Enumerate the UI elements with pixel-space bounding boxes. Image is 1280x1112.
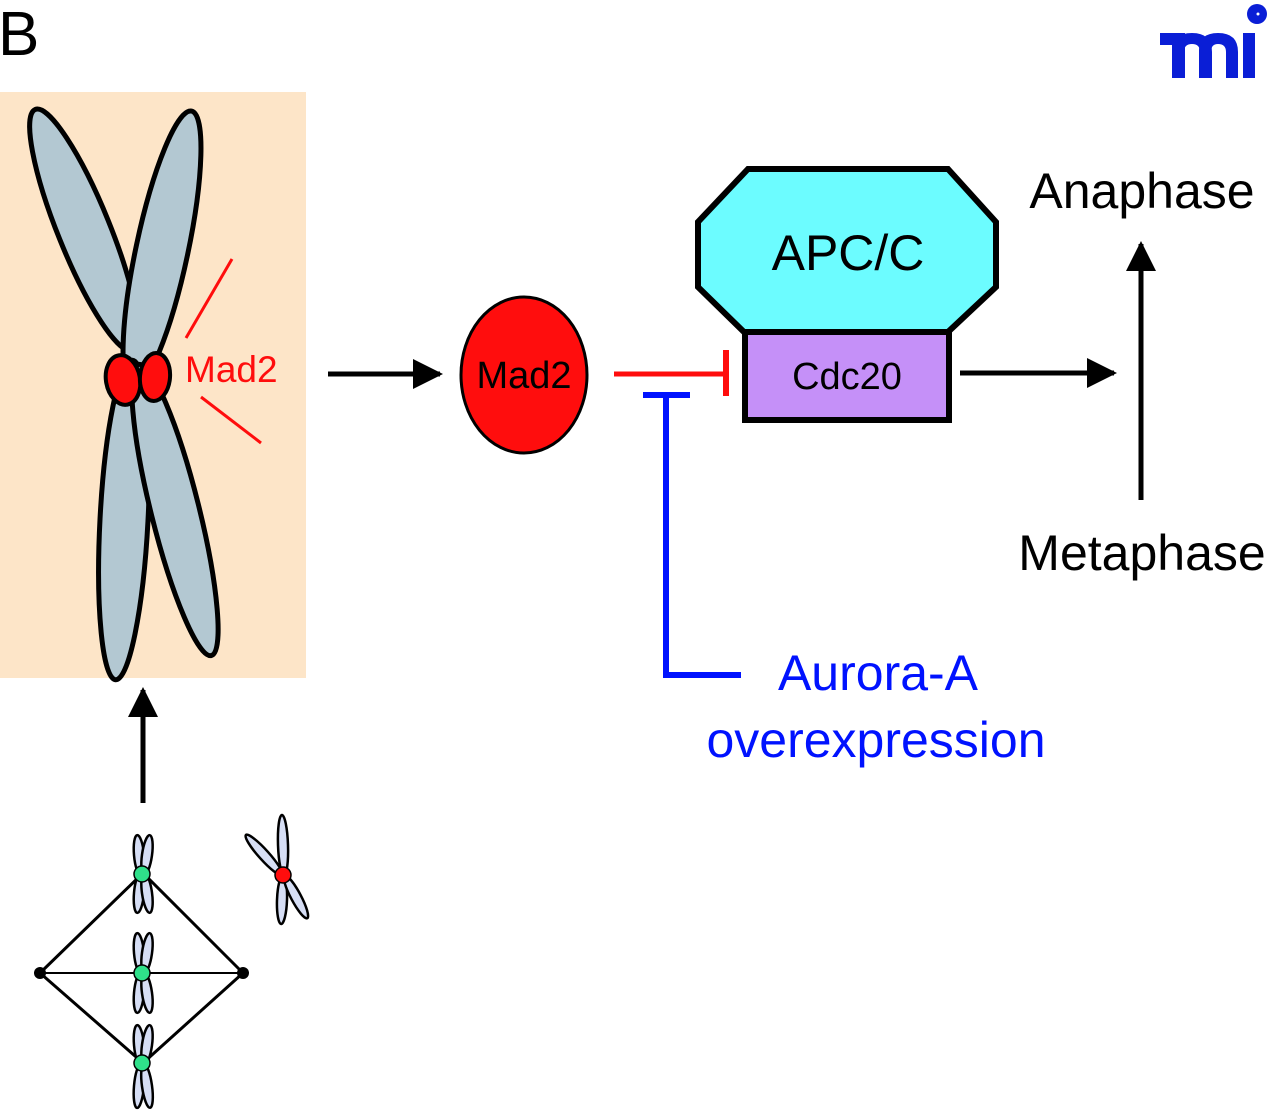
overexpression-label: overexpression (706, 712, 1045, 768)
chromosome-icon (27, 106, 221, 683)
unattached-kinetochore-icon (274, 866, 292, 884)
mad2-node: Mad2 (459, 295, 589, 455)
anaphase-label: Anaphase (1029, 163, 1254, 219)
kinetochore-mad2-icon (103, 351, 173, 407)
unattached-chromosome-icon (244, 813, 310, 926)
aurora-inhibition-edge (643, 392, 741, 678)
logo-icon (1160, 4, 1267, 78)
cdc20-label: Cdc20 (792, 356, 902, 398)
aurora-a-label: Aurora-A (778, 645, 979, 701)
aligned-chromosome-icon (132, 833, 154, 915)
mad2-inhibition-edge (614, 350, 729, 396)
chromosome-mad2-label: Mad2 (185, 349, 278, 390)
cdc20-node: Cdc20 (742, 329, 952, 423)
mitotic-spindle-icon (34, 871, 249, 1065)
attached-kinetochore-icon (133, 964, 151, 982)
mad2-signal-line-lower (200, 395, 262, 445)
mad2-signal-line-upper (184, 258, 234, 339)
apc-c-label: APC/C (772, 225, 925, 281)
attached-kinetochore-icon (133, 865, 151, 883)
attached-kinetochore-icon (133, 1054, 151, 1072)
apc-c-node: APC/C (695, 166, 999, 335)
metaphase-label: Metaphase (1018, 525, 1265, 581)
panel-label: B (0, 0, 39, 69)
mad2-node-label: Mad2 (476, 355, 571, 397)
